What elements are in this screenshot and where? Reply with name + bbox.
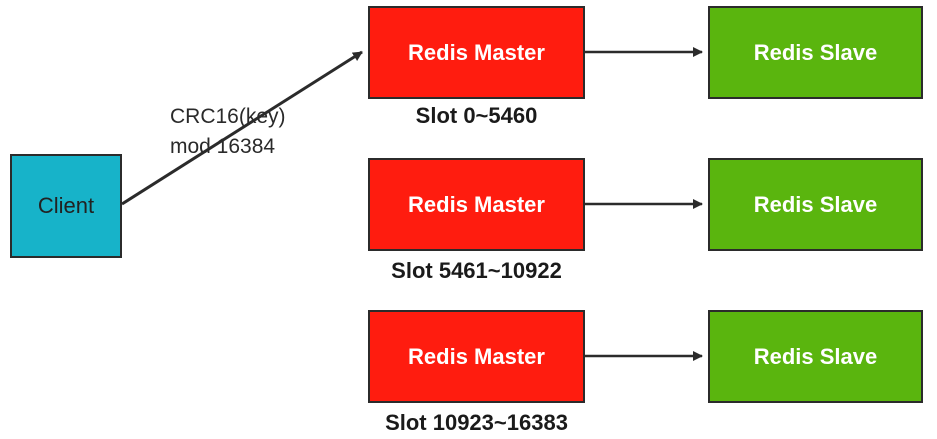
client-label: Client — [37, 193, 95, 218]
redis-slave-node-3: Redis Slave — [708, 310, 923, 403]
slot-range-label-3: Slot 10923~16383 — [385, 410, 568, 435]
hash-line-2: mod 16384 — [170, 135, 276, 158]
slot-range-label-1: Slot 0~5460 — [415, 103, 538, 128]
slave-label-3: Redis Slave — [753, 343, 878, 369]
slave-label-2: Redis Slave — [753, 191, 878, 217]
hash-line-1: CRC16(key) — [170, 105, 286, 128]
slot-range-label-2: Slot 5461~10922 — [391, 258, 562, 283]
hash-function-label: CRC16(key) mod 16384 — [170, 102, 286, 162]
redis-slave-node-1: Redis Slave — [708, 6, 923, 99]
redis-slave-node-2: Redis Slave — [708, 158, 923, 251]
client-to-master-arrow — [121, 50, 363, 206]
redis-master-node-2: Redis Master — [368, 158, 585, 251]
master-label-2: Redis Master — [408, 191, 545, 217]
client-node: Client — [10, 154, 122, 258]
master-label-3: Redis Master — [408, 343, 545, 369]
redis-master-node-1: Redis Master — [368, 6, 585, 99]
master-label-1: Redis Master — [408, 39, 545, 65]
redis-master-node-3: Redis Master — [368, 310, 585, 403]
slave-label-1: Redis Slave — [753, 39, 878, 65]
